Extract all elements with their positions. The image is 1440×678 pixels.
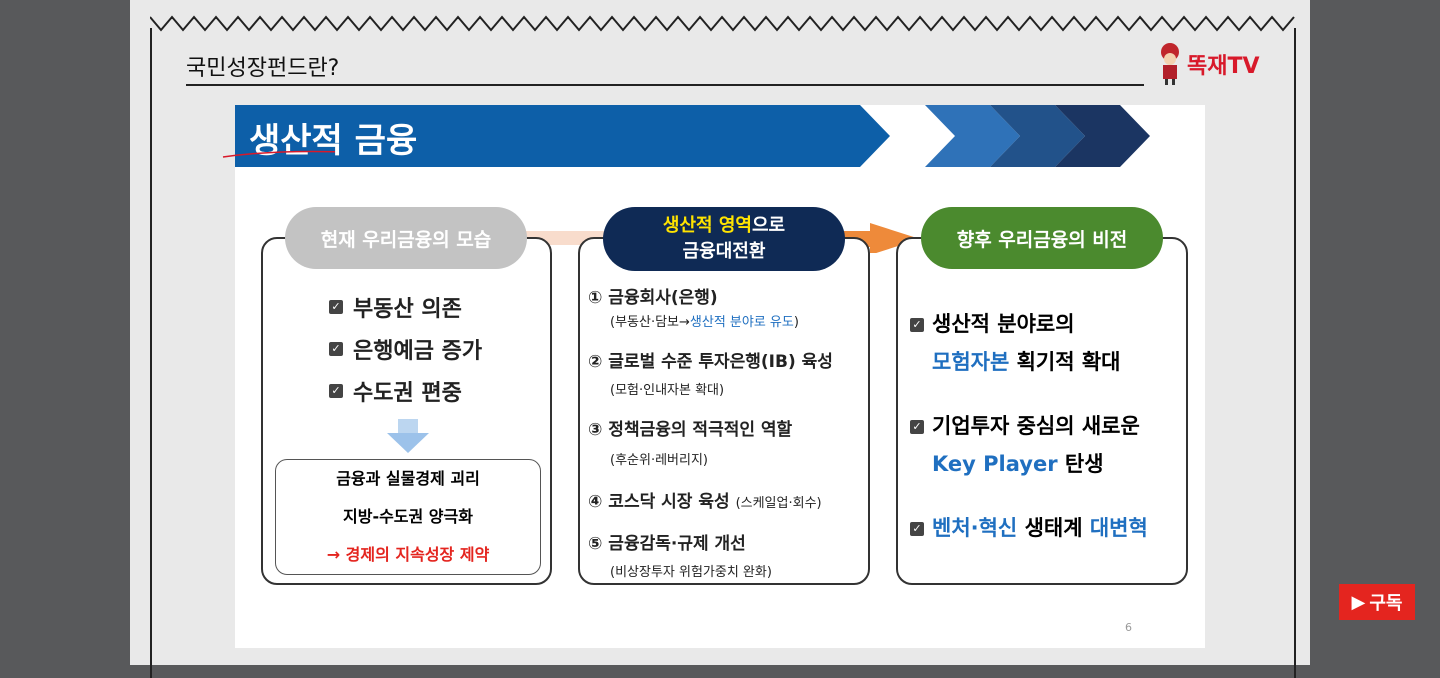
result-line: 금융과 실물경제 괴리 (336, 469, 480, 488)
vision-item: ✓ 벤처·혁신 생태계 대변혁 (910, 509, 1148, 547)
item-highlight: 벤처·혁신 (932, 516, 1018, 540)
transition-heading: 생산적 영역으로 금융대전환 (603, 207, 845, 271)
vision-item: ✓ 기업투자 중심의 새로운 Key Player 탄생 (910, 407, 1140, 483)
subscribe-label: 구독 (1369, 593, 1403, 614)
item-highlight: 대변혁 (1089, 516, 1148, 540)
list-item: ⑤ 금융감독·규제 개선 (588, 534, 746, 554)
heading-line: 금융대전환 (682, 241, 766, 262)
list-item: 수도권 편중 (353, 381, 462, 406)
item-text: 탄생 (1057, 452, 1104, 476)
item-text: 획기적 확대 (1009, 350, 1121, 374)
list-item: 은행예금 증가 (353, 339, 483, 364)
item-highlight: 모험자본 (932, 350, 1010, 374)
checkbox-icon: ✓ (329, 342, 343, 356)
current-state-panel: ✓ 부동산 의존 ✓ 은행예금 증가 ✓ 수도권 편중 금융과 실물경제 괴리 지방-… (261, 237, 552, 585)
heading-line: 생산적 영역으로 (663, 213, 785, 239)
heading-highlight: 생산적 영역 (662, 215, 752, 236)
page-title: 국민성장펀드란? (186, 56, 340, 81)
play-icon: ▶ (1351, 591, 1366, 613)
sub-highlight: 생산적 분야로 유도 (689, 315, 794, 330)
title-divider (186, 84, 1144, 86)
channel-logo: 똑재TV (1155, 42, 1260, 86)
sub-text: (부동산·담보→ (610, 315, 690, 330)
list-item: ③ 정책금융의 적극적인 역할 (588, 420, 793, 440)
item-text: 생태계 (1017, 516, 1090, 540)
checkbox-icon: ✓ (329, 384, 343, 398)
checkbox-icon: ✓ (910, 522, 924, 536)
item-title: ④ 코스닥 시장 육성 (588, 492, 730, 512)
item-highlight: Key Player (932, 452, 1058, 476)
checkbox-icon: ✓ (329, 300, 343, 314)
slide: 생산적 금융 ✓ 부동산 의존 ✓ 은행예금 증가 ✓ 수도권 편중 금융과 실물경제… (222, 105, 1205, 648)
list-item-sub: (비상장투자 위험가중치 완화) (610, 565, 772, 580)
list-item-sub: (모험·인내자본 확대) (610, 383, 725, 398)
mascot-icon (1161, 43, 1179, 85)
handwritten-arrow-icon (222, 150, 335, 158)
heading-text: 으로 (751, 215, 786, 236)
list-item-sub: (부동산·담보→생산적 분야로 유도) (610, 311, 799, 330)
list-item: 부동산 의존 (353, 297, 462, 322)
subscribe-button[interactable]: ▶구독 (1339, 584, 1415, 620)
banner-title: 생산적 금융 (249, 121, 418, 161)
result-box: 금융과 실물경제 괴리 지방-수도권 양극화 → 경제의 지속성장 제약 (275, 459, 541, 575)
zigzag-border (150, 15, 1295, 32)
list-item: ① 금융회사(은행) (588, 288, 718, 308)
current-state-heading: 현재 우리금융의 모습 (285, 207, 527, 269)
item-text: 생산적 분야로의 (932, 312, 1075, 336)
list-item: ② 글로벌 수준 투자은행(IB) 육성 (588, 352, 833, 372)
item-text: 기업투자 중심의 새로운 (932, 414, 1140, 438)
list-item: ④ 코스닥 시장 육성 (스케일업·회수) (588, 487, 822, 512)
item-suffix: (스케일업·회수) (735, 496, 822, 511)
list-item-sub: (후순위·레버리지) (610, 453, 708, 468)
banner-arrows (235, 105, 1150, 167)
result-line: 지방-수도권 양극화 (343, 507, 473, 526)
page-number: 6 (1125, 621, 1132, 634)
result-conclusion: → 경제의 지속성장 제약 (326, 545, 490, 564)
checkbox-icon: ✓ (910, 318, 924, 332)
sub-text: ) (793, 315, 799, 330)
transition-panel: ① 금융회사(은행) (부동산·담보→생산적 분야로 유도) ② 글로벌 수준 … (578, 237, 870, 585)
page-frame (150, 28, 1296, 678)
checkbox-icon: ✓ (910, 420, 924, 434)
down-arrow-icon (387, 419, 429, 453)
vision-heading: 향후 우리금융의 비전 (921, 207, 1163, 269)
